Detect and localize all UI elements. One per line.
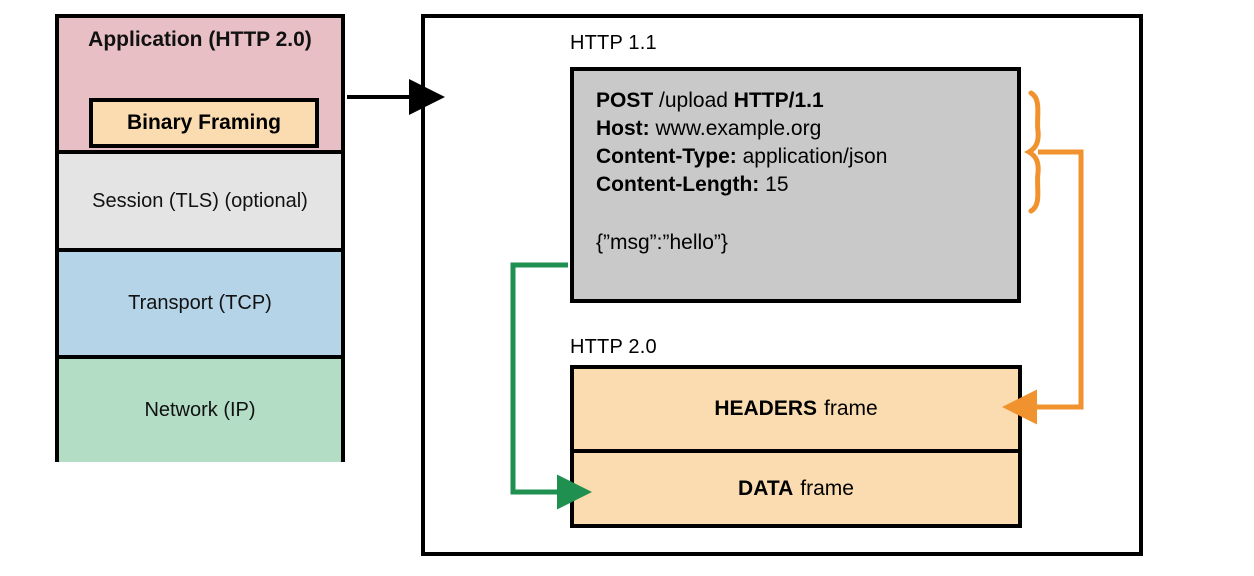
http11-header-content-type: Content-Type: application/json: [596, 143, 1017, 171]
http11-header-content-type-value: application/json: [742, 145, 888, 168]
http20-caption: HTTP 2.0: [570, 336, 657, 358]
http20-frames-box: HEADERS frame DATA frame: [570, 365, 1022, 528]
http20-headers-frame: HEADERS frame: [574, 369, 1018, 449]
stack-layer-transport-label: Transport (TCP): [128, 292, 272, 314]
http20-data-frame-suffix: frame: [800, 476, 854, 500]
http11-header-host: Host: www.example.org: [596, 115, 1017, 143]
stack-layer-application-label: Application (HTTP 2.0): [88, 28, 312, 51]
http11-method: POST: [596, 89, 654, 112]
http11-header-content-length-name: Content-Length:: [596, 173, 760, 196]
http11-header-content-type-name: Content-Type:: [596, 145, 737, 168]
stack-layer-session: Session (TLS) (optional): [59, 150, 341, 248]
stack-layer-transport: Transport (TCP): [59, 248, 341, 355]
http11-body: {”msg”:”hello”}: [596, 231, 728, 254]
http20-headers-frame-suffix: frame: [824, 397, 878, 420]
http11-path: /upload: [659, 89, 728, 112]
http11-caption: HTTP 1.1: [570, 32, 657, 54]
protocol-stack: Application (HTTP 2.0) Binary Framing Se…: [55, 14, 345, 462]
stack-layer-network-label: Network (IP): [144, 399, 256, 421]
stack-layer-session-label: Session (TLS) (optional): [92, 189, 308, 212]
http11-header-host-value: www.example.org: [655, 117, 822, 140]
http11-message-box: POST /upload HTTP/1.1 Host: www.example.…: [570, 67, 1021, 303]
http20-data-frame: DATA frame: [574, 449, 1018, 524]
binary-framing-label: Binary Framing: [126, 111, 282, 134]
http11-request-line: POST /upload HTTP/1.1: [596, 87, 1017, 115]
http11-header-content-length-value: 15: [765, 173, 789, 196]
binary-framing-box: Binary Framing: [89, 98, 319, 148]
http11-header-host-name: Host:: [596, 117, 650, 140]
http11-header-content-length: Content-Length: 15: [596, 171, 1017, 199]
http20-headers-frame-name: HEADERS: [714, 397, 817, 420]
http20-data-frame-name: DATA: [738, 476, 794, 500]
stack-layer-network: Network (IP): [59, 355, 341, 462]
http11-version: HTTP/1.1: [733, 89, 824, 112]
